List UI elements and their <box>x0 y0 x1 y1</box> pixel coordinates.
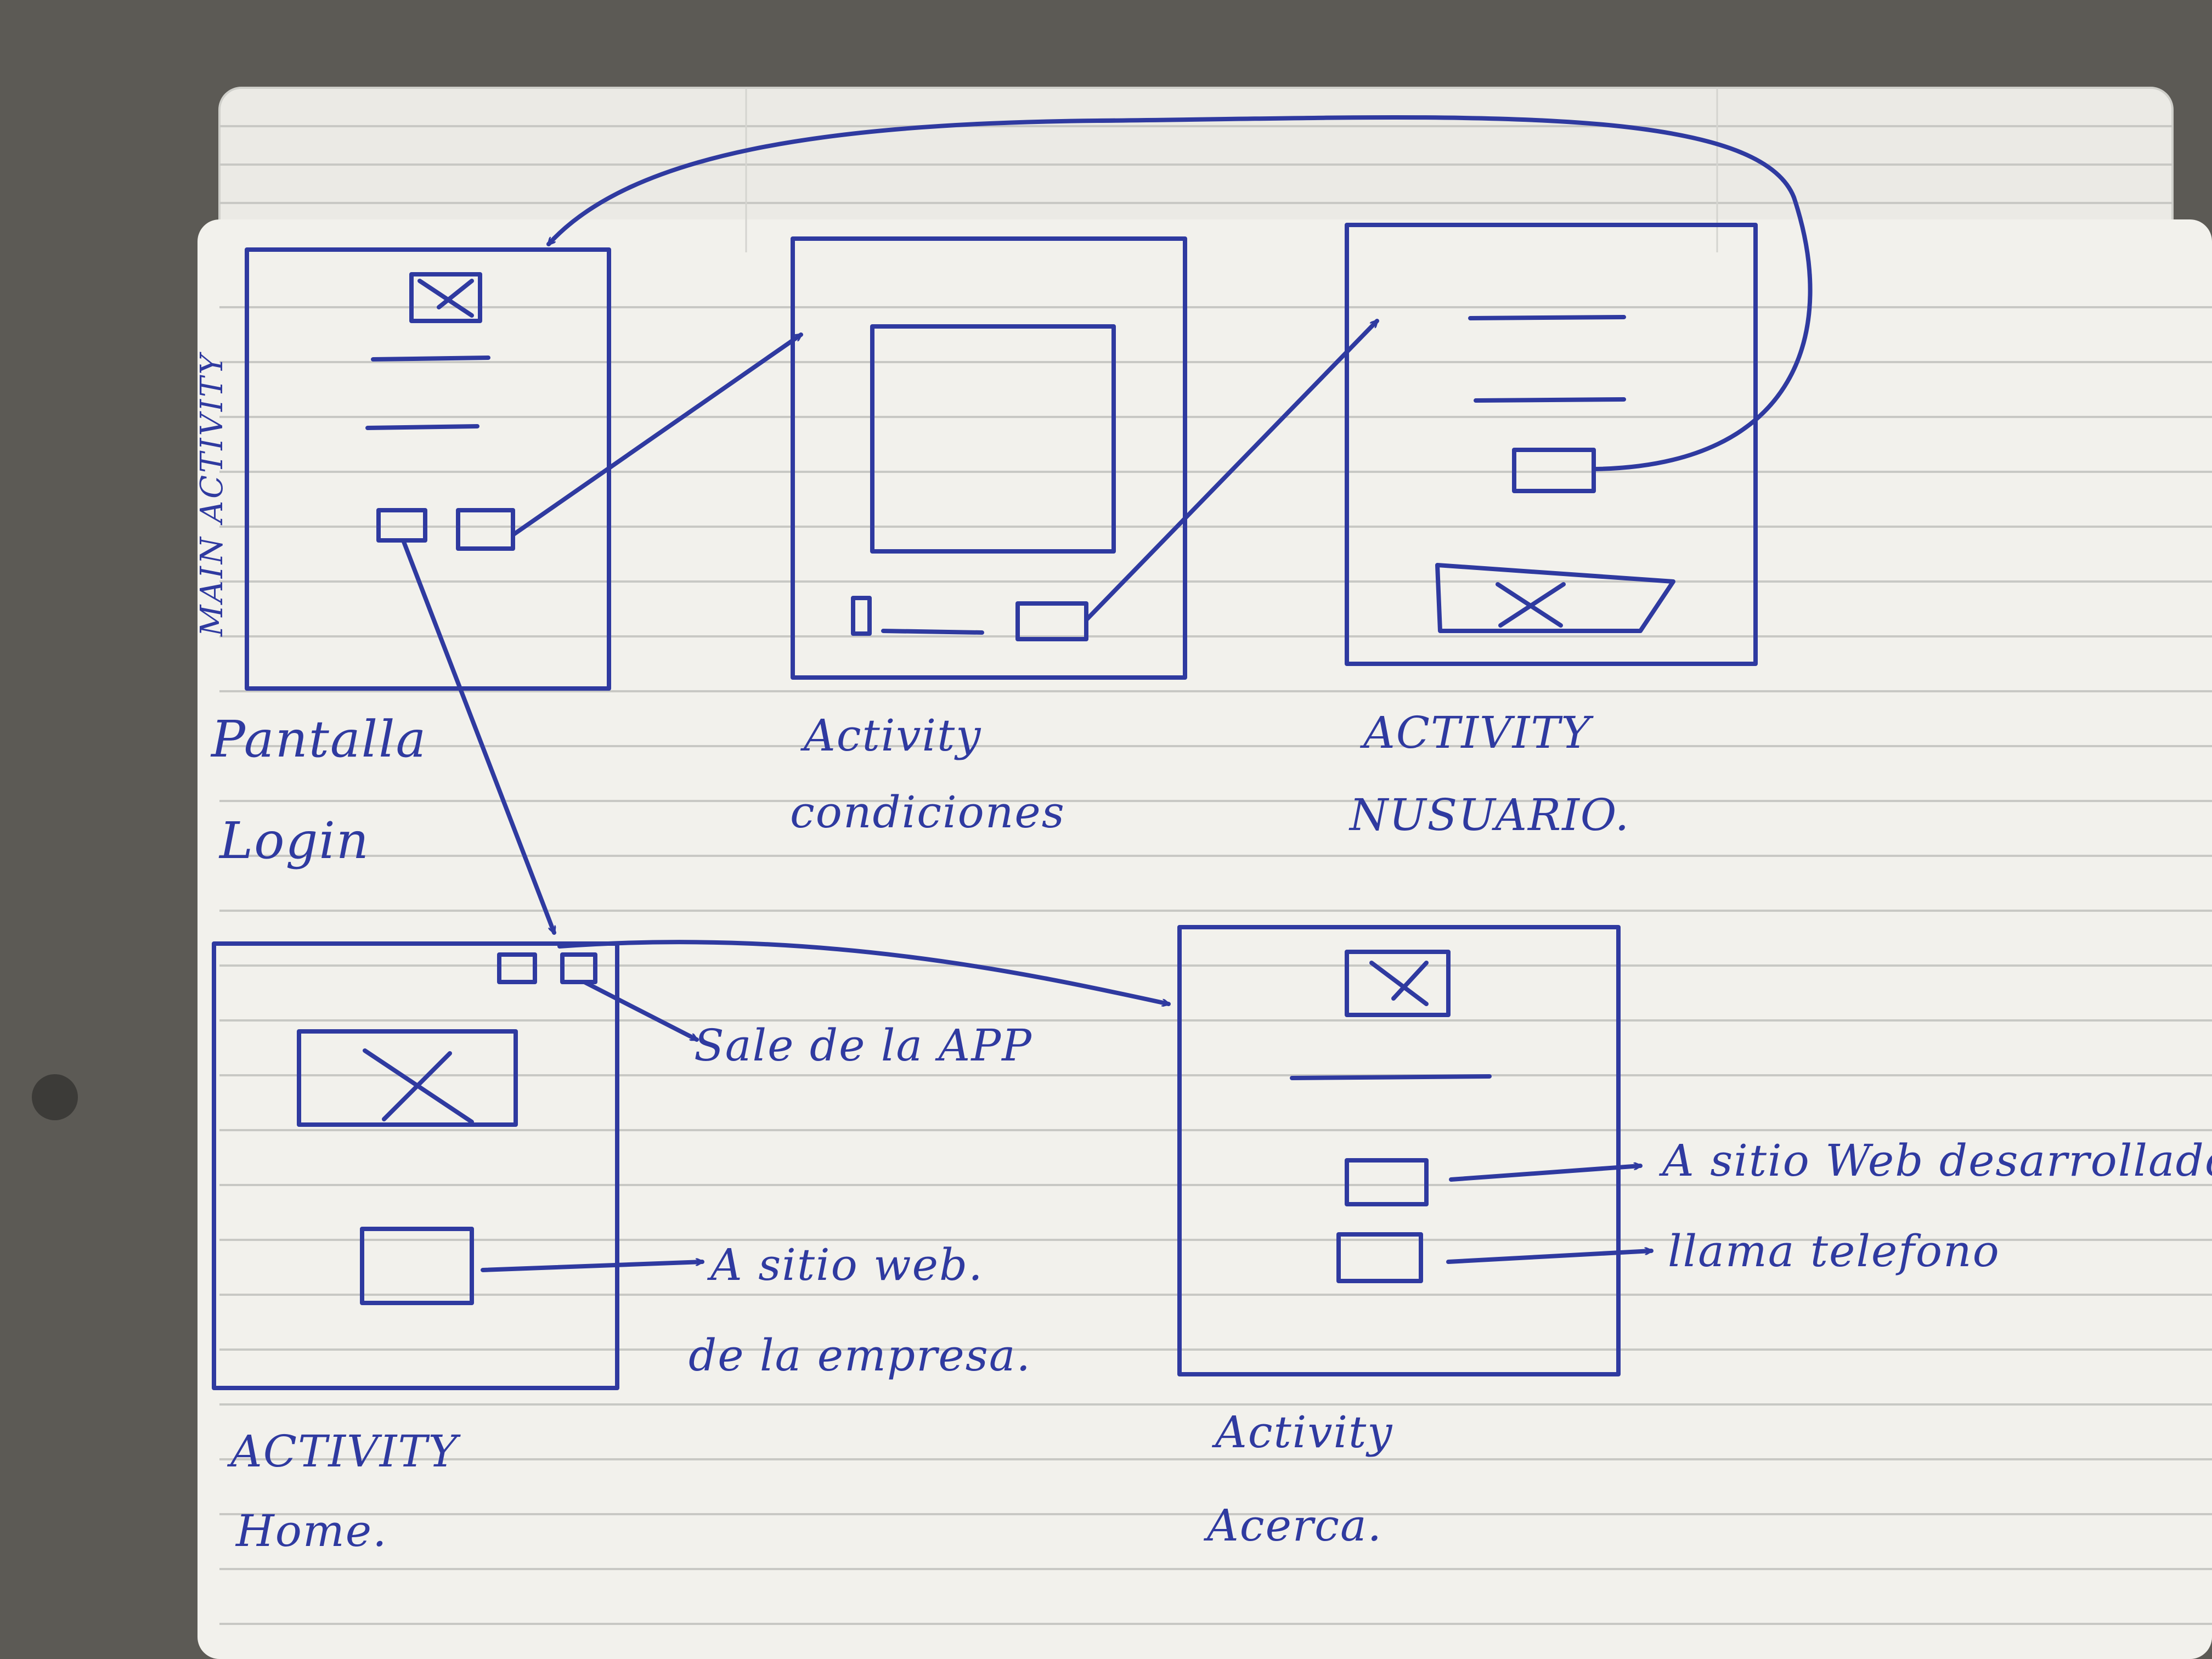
home-banner-image <box>297 1029 518 1127</box>
nusuario-image-x <box>1496 582 1566 628</box>
annotation-company-web-line2: de la empresa. <box>689 1330 1031 1381</box>
acerca-label-line2: Acerca. <box>1207 1500 1383 1551</box>
login-label-line1: Pantalla <box>211 710 427 769</box>
arrow-register-to-condiciones <box>511 332 801 537</box>
condiciones-screen-frame <box>791 236 1187 680</box>
home-label-line2: Home. <box>236 1505 388 1556</box>
arrow-home-exit <box>582 980 697 1042</box>
arrow-acerca-developer-web <box>1449 1166 1643 1182</box>
condiciones-label-line2: condiciones <box>790 787 1065 838</box>
login-logo-x <box>417 279 474 318</box>
acerca-label-line1: Activity <box>1215 1407 1393 1458</box>
nusuario-field-line-1 <box>1468 315 1626 320</box>
acerca-screen-frame <box>1177 925 1621 1376</box>
home-website-button <box>360 1227 474 1305</box>
annotation-exit-app: Sale de la APP <box>694 1020 1032 1071</box>
login-logo-placeholder <box>409 272 482 323</box>
home-small-button-1 <box>497 952 537 984</box>
arrow-condiciones-to-nusuario <box>1084 319 1379 622</box>
arrow-home-website <box>481 1262 704 1272</box>
acerca-title-line <box>1290 1074 1492 1080</box>
login-username-line <box>371 356 490 362</box>
login-side-label: MAIN ACTIVITY <box>194 352 230 636</box>
nusuario-screen-frame <box>1345 223 1758 666</box>
acerca-logo-x <box>1369 961 1429 1006</box>
condiciones-accept-line <box>881 629 984 635</box>
home-label-line1: ACTIVITY <box>230 1426 459 1477</box>
annotation-call-phone: llama telefono <box>1668 1226 2000 1277</box>
annotation-company-web-line1: A sitio web. <box>710 1239 984 1290</box>
acerca-web-button <box>1345 1158 1429 1206</box>
condiciones-label-line1: Activity <box>804 710 982 761</box>
acerca-logo-placeholder <box>1345 950 1451 1017</box>
nusuario-field-line-2 <box>1474 397 1626 403</box>
arrow-nusuario-back-to-login <box>546 115 1813 471</box>
condiciones-checkbox <box>851 596 872 636</box>
login-register-button <box>456 508 515 551</box>
arrow-login-to-home <box>401 538 556 933</box>
acerca-phone-button <box>1336 1232 1423 1283</box>
nusuario-image-placeholder <box>1435 563 1675 633</box>
login-label-line2: Login <box>219 811 370 870</box>
condiciones-text-area <box>870 324 1116 554</box>
main-sheet <box>198 219 2212 1659</box>
home-exit-button <box>560 952 597 984</box>
ruled-lines <box>219 125 2212 1625</box>
home-banner-x <box>363 1048 474 1124</box>
annotation-developer-web: A sitio Web desarrollador <box>1662 1135 2212 1186</box>
punch-hole <box>32 1074 78 1120</box>
arrow-acerca-phone <box>1446 1251 1654 1264</box>
arrow-home-to-acerca <box>557 940 1171 1004</box>
nusuario-label-line1: ACTIVITY <box>1363 707 1592 758</box>
nusuario-label-line2: NUSUARIO. <box>1350 789 1630 840</box>
login-password-line <box>365 424 479 430</box>
home-screen-frame <box>212 941 619 1390</box>
